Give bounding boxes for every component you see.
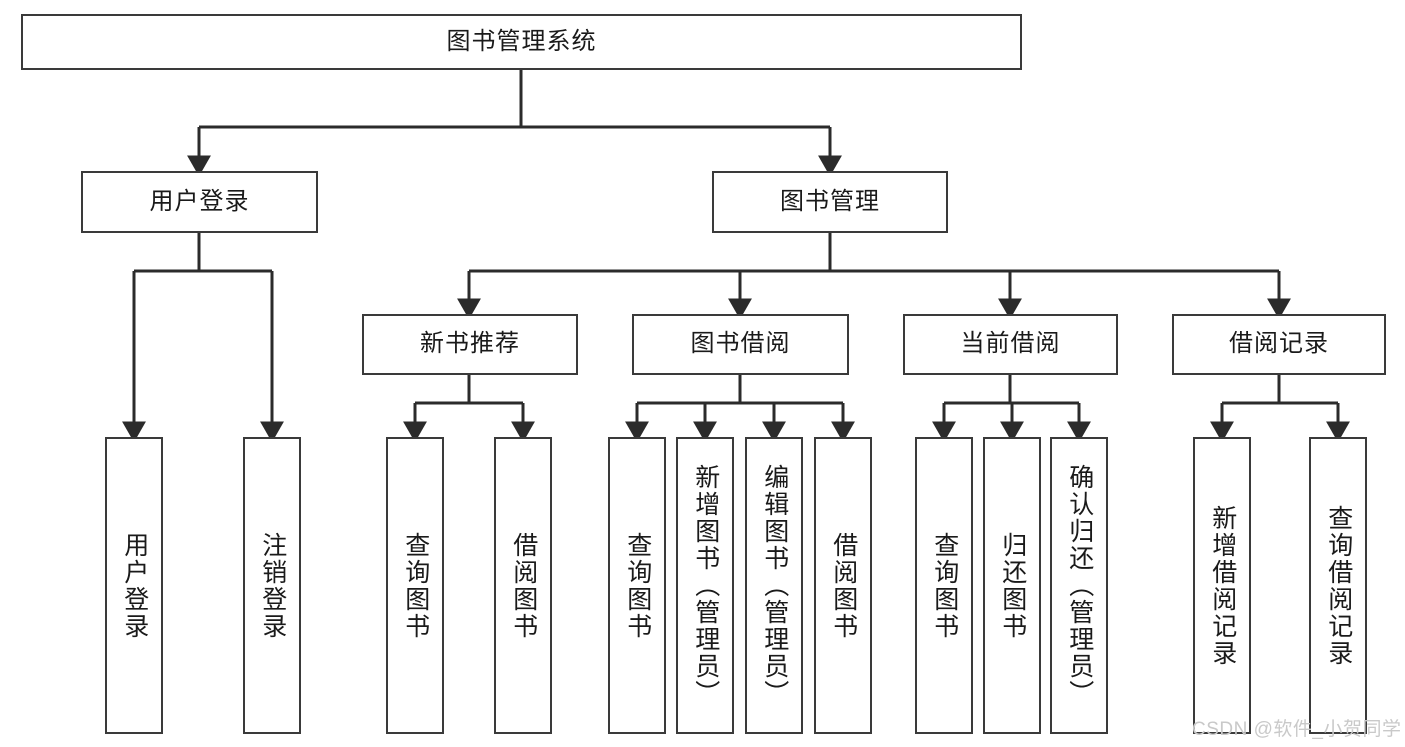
node-book-borrow[interactable]: 图书借阅 [632,314,849,375]
node-leaf-query-record[interactable]: 查询借阅记录 [1309,437,1367,734]
node-book-manage[interactable]: 图书管理 [712,171,948,233]
node-root-system[interactable]: 图书管理系统 [21,14,1022,70]
node-leaf-add-record-label: 新增借阅记录 [1208,504,1237,667]
node-leaf-query-book-3-label: 查询图书 [930,531,959,640]
node-leaf-return-book-label: 归还图书 [998,531,1027,640]
node-borrow-record[interactable]: 借阅记录 [1172,314,1386,375]
node-leaf-borrow-book-2[interactable]: 借阅图书 [814,437,872,734]
node-leaf-user-login[interactable]: 用户登录 [105,437,163,734]
node-leaf-user-logout[interactable]: 注销登录 [243,437,301,734]
node-book-manage-label: 图书管理 [780,187,880,215]
node-user-login-label: 用户登录 [149,187,250,215]
node-new-book-recommend[interactable]: 新书推荐 [362,314,578,375]
node-current-borrow-label: 当前借阅 [960,330,1061,358]
node-leaf-edit-book-label: 编辑图书（管理员） [760,464,789,707]
node-leaf-query-book-3[interactable]: 查询图书 [915,437,973,734]
node-book-borrow-label: 图书借阅 [690,330,791,358]
node-leaf-confirm-return[interactable]: 确认归还（管理员） [1050,437,1108,734]
node-leaf-add-record[interactable]: 新增借阅记录 [1193,437,1251,734]
node-leaf-borrow-book-1[interactable]: 借阅图书 [494,437,552,734]
node-borrow-record-label: 借阅记录 [1229,330,1329,358]
node-leaf-user-login-label: 用户登录 [120,531,149,640]
csdn-watermark: CSDN @软件_小贺同学 [1192,719,1402,740]
node-current-borrow[interactable]: 当前借阅 [903,314,1118,375]
node-root-system-label: 图书管理系统 [446,27,597,55]
node-leaf-query-book-1[interactable]: 查询图书 [386,437,444,734]
node-leaf-confirm-return-label: 确认归还（管理员） [1065,464,1094,707]
node-leaf-query-record-label: 查询借阅记录 [1324,504,1353,667]
node-leaf-return-book[interactable]: 归还图书 [983,437,1041,734]
node-leaf-query-book-2-label: 查询图书 [623,531,652,640]
node-leaf-borrow-book-2-label: 借阅图书 [829,531,858,640]
node-user-login[interactable]: 用户登录 [81,171,318,233]
node-leaf-query-book-1-label: 查询图书 [401,531,430,640]
node-leaf-add-book-label: 新增图书（管理员） [691,464,720,707]
node-new-book-recommend-label: 新书推荐 [420,330,520,358]
node-leaf-add-book[interactable]: 新增图书（管理员） [676,437,734,734]
node-leaf-borrow-book-1-label: 借阅图书 [509,531,538,640]
node-leaf-query-book-2[interactable]: 查询图书 [608,437,666,734]
node-leaf-edit-book[interactable]: 编辑图书（管理员） [745,437,803,734]
node-leaf-user-logout-label: 注销登录 [258,531,287,640]
